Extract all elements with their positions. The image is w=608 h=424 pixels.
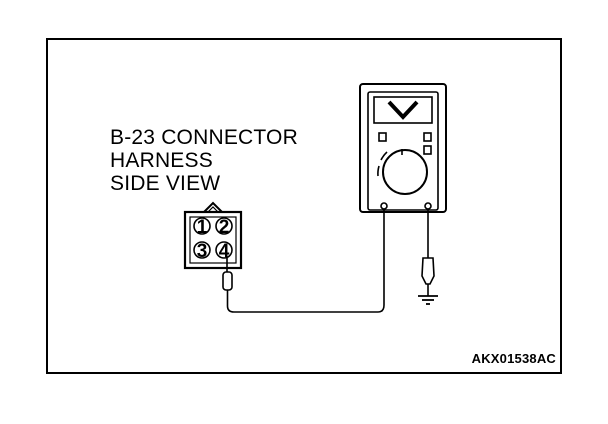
connector-pin-2: 2 xyxy=(219,217,230,238)
connector-pin-1: 1 xyxy=(197,217,208,238)
connector-label-line-2: HARNESS xyxy=(110,149,213,172)
connector-icon xyxy=(183,201,243,270)
connector-label-line-1: B-23 CONNECTOR xyxy=(110,126,298,149)
positive-lead-wire xyxy=(226,209,385,313)
ground-icon xyxy=(418,295,438,305)
connector-pin-4: 4 xyxy=(219,241,230,262)
connector-label-line-3: SIDE VIEW xyxy=(110,172,221,195)
negative-lead xyxy=(421,209,435,296)
diagram-code: AKX01538AC xyxy=(471,351,556,366)
diagram-frame xyxy=(46,38,562,374)
voltmeter-icon xyxy=(359,83,447,213)
connector-label: B-23 CONNECTOR HARNESS SIDE VIEW xyxy=(110,126,298,195)
connector-pin-3: 3 xyxy=(197,241,208,262)
test-probe-icon xyxy=(222,258,233,296)
